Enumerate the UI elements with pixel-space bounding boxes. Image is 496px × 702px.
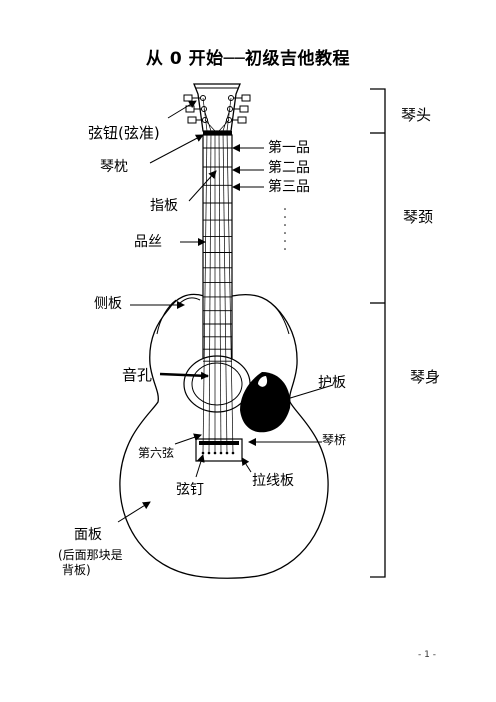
- label-fingerboard: 指板: [150, 198, 178, 214]
- page-number: - 1 -: [418, 650, 436, 660]
- guitar-string: [222, 130, 228, 454]
- sound-hole-arrow: [159, 371, 209, 380]
- label-fret-3: 第三品: [268, 179, 310, 195]
- label-nut: 琴枕: [100, 159, 128, 175]
- side-panel: [156, 299, 290, 335]
- label-peg: 弦钮(弦准): [88, 124, 160, 142]
- page-title: 从 0 开始──初级吉他教程: [145, 49, 351, 69]
- label-bridge-pin: 弦钉: [176, 482, 204, 498]
- headstock: [193, 83, 241, 132]
- section-body: 琴身: [410, 368, 441, 386]
- tuning-pegs-right: [226, 94, 251, 124]
- section-head: 琴头: [401, 106, 432, 124]
- label-fret-1: 第一品: [268, 140, 310, 156]
- label-top-panel: 面板: [74, 527, 102, 543]
- label-bridge: 琴桥: [322, 433, 347, 447]
- fingerboard: [202, 134, 233, 368]
- label-saddle-plate: 拉线板: [252, 473, 294, 489]
- label-top-note-2: 背板): [62, 563, 91, 577]
- guitar-body-outline: [119, 293, 329, 579]
- label-side-panel: 侧板: [94, 296, 122, 312]
- guitar-string: [226, 130, 234, 454]
- label-fret-2: 第二品: [268, 160, 310, 176]
- bridge-pins: [201, 451, 235, 455]
- guitar-string: [208, 130, 212, 454]
- label-sound-hole: 音孔: [122, 366, 153, 384]
- label-top-note-1: (后面那块是: [58, 548, 123, 562]
- label-sixth-string: 第六弦: [138, 446, 175, 460]
- tuning-pegs-left: [183, 94, 208, 124]
- guitar-string: [218, 130, 222, 454]
- leader-lines: [117, 100, 334, 523]
- fret-continuation-dots: [284, 208, 286, 250]
- section-neck: 琴颈: [403, 208, 434, 226]
- nut: [203, 131, 232, 135]
- guitar-string: [202, 130, 208, 454]
- label-fret-wire: 品丝: [134, 234, 162, 250]
- section-brackets: [370, 88, 386, 578]
- label-pickguard: 护板: [318, 375, 346, 391]
